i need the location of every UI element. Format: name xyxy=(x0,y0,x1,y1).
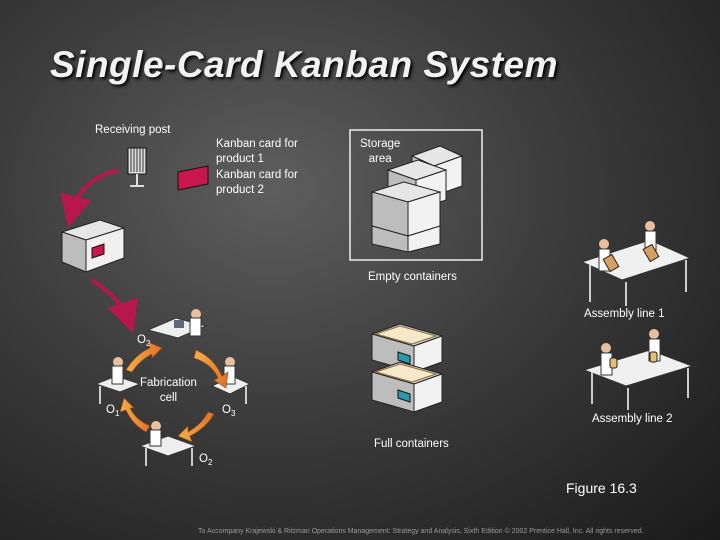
kanban-card-1-label: Kanban card for product 1 xyxy=(216,138,298,165)
storage-area-outline xyxy=(349,129,483,261)
fabrication-station-o3-icon xyxy=(210,357,252,404)
fabrication-station-o2-bottom-icon xyxy=(138,421,198,466)
kanban-card-2-label: Kanban card for product 2 xyxy=(216,169,298,196)
fabrication-station-o1-icon xyxy=(94,357,142,404)
assembly-line-1-label: Assembly line 1 xyxy=(584,308,665,320)
receiving-post-label: Receiving post xyxy=(95,124,171,136)
operation-o2-top-label: O2 xyxy=(137,334,151,348)
figure-caption: Figure 16.3 xyxy=(566,480,637,496)
assembly-line-1-icon xyxy=(580,221,692,306)
assembly-line-2-icon xyxy=(582,329,694,410)
fabrication-cycle-arrows-icon xyxy=(119,341,229,443)
storage-containers-icon xyxy=(370,145,464,253)
flow-arrow-to-fabrication xyxy=(90,278,139,334)
storage-area-label: Storage area xyxy=(360,138,401,165)
operation-o1-label: O1 xyxy=(106,404,120,418)
container-empty-left-icon xyxy=(60,219,126,273)
page-title: Single-Card Kanban System xyxy=(50,44,559,85)
flow-arrow-to-container xyxy=(60,168,119,228)
assembly-line-2-label: Assembly line 2 xyxy=(592,413,673,425)
fabrication-station-o2-top-icon xyxy=(146,309,208,339)
kanban-card-product-2-icon xyxy=(177,165,209,191)
card-rack-icon xyxy=(127,147,147,187)
full-containers-label: Full containers xyxy=(374,438,449,450)
operation-o3-label: O3 xyxy=(222,404,236,418)
fabrication-cell-label: Fabrication cell xyxy=(140,377,197,404)
empty-containers-label: Empty containers xyxy=(368,271,457,283)
footer-citation: To Accompany Krajewski & Ritzman Operati… xyxy=(198,528,644,535)
full-containers-icon xyxy=(370,323,444,413)
operation-o2-bottom-label: O2 xyxy=(199,453,213,467)
